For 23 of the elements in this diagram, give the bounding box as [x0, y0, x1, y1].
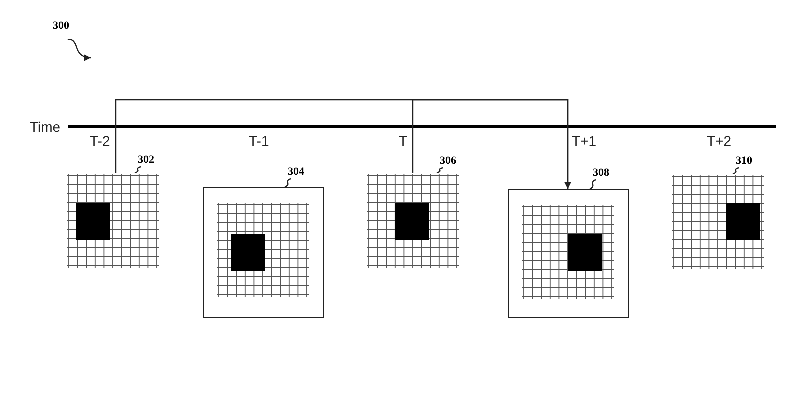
axis-label: Time: [30, 119, 61, 135]
time-label: T+1: [572, 133, 597, 149]
callout-number: 310: [736, 155, 752, 167]
time-label: T+2: [707, 133, 732, 149]
image-frame-drawing: [366, 173, 461, 270]
callout-number: 306: [440, 155, 456, 167]
time-label: T-1: [249, 133, 270, 149]
reference-arrow: [68, 39, 92, 62]
arrow: [412, 99, 572, 189]
image-frame-drawing: [203, 187, 324, 318]
callout-number: 308: [593, 167, 610, 179]
callout-number: 304: [288, 166, 304, 178]
leader-line: [732, 167, 740, 175]
callout-number: 302: [138, 154, 154, 166]
image-frame-drawing: [671, 174, 765, 270]
leader-line: [134, 166, 142, 174]
time-label: T-2: [90, 133, 110, 149]
time-label: T: [399, 133, 408, 149]
image-frame-drawing: [508, 189, 629, 318]
leader-line: [284, 178, 292, 188]
leader-line: [436, 167, 444, 174]
leader-line: [590, 179, 596, 190]
callout-number: 300: [53, 20, 70, 32]
